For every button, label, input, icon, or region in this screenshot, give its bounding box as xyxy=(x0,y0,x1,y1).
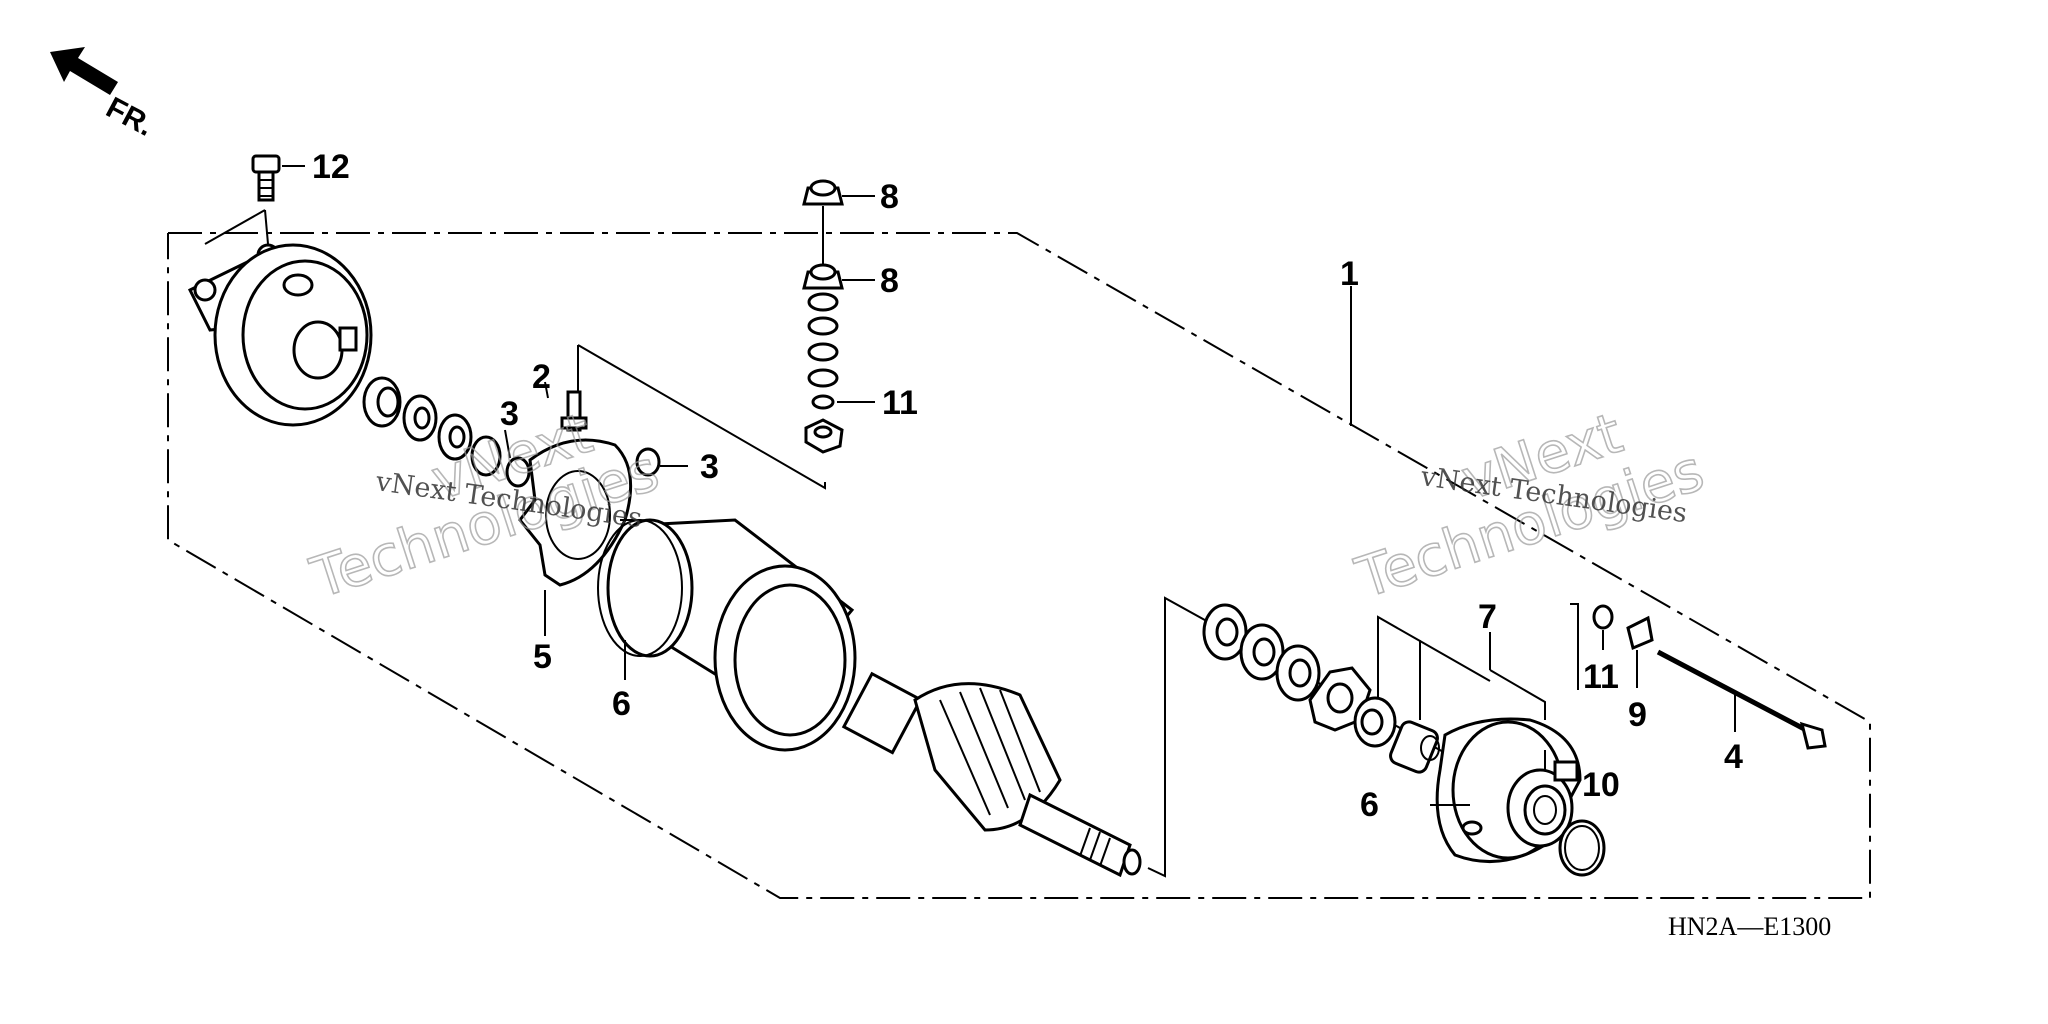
callout-3-left: 3 xyxy=(500,395,519,433)
callout-7: 7 xyxy=(1478,598,1497,636)
terminal-nut-stack xyxy=(802,179,875,454)
callout-8-upper: 8 xyxy=(880,178,899,216)
brush-holder xyxy=(504,344,826,636)
callout-12: 12 xyxy=(312,148,350,186)
callout-4: 4 xyxy=(1724,738,1743,776)
callout-3-right: 3 xyxy=(700,448,719,486)
callout-10: 10 xyxy=(1582,766,1620,804)
watermark-right: vNext Technologies vNext Technologies xyxy=(1347,400,1712,612)
assembly-boundary xyxy=(167,232,1871,899)
callout-9: 9 xyxy=(1628,696,1647,734)
front-direction-indicator: FR. xyxy=(50,47,159,143)
motor-yoke xyxy=(597,518,857,752)
bushing-and-washers xyxy=(362,376,661,488)
direction-label: FR. xyxy=(101,91,159,143)
callout-5: 5 xyxy=(533,638,552,676)
armature xyxy=(841,671,1142,878)
rear-washers xyxy=(1202,603,1372,732)
callout-6-left: 6 xyxy=(612,685,631,723)
front-arrow-icon xyxy=(50,47,118,95)
rear-small-parts xyxy=(1570,603,1827,750)
callout-1: 1 xyxy=(1340,255,1359,293)
callout-11-upper: 11 xyxy=(882,384,918,422)
callout-11-lower: 11 xyxy=(1583,658,1619,696)
front-cover-housing xyxy=(187,243,373,427)
drawing-code: HN2A—E1300 xyxy=(1668,912,1831,941)
bearings xyxy=(1353,615,1546,774)
rear-end-cover xyxy=(1430,717,1582,864)
o-ring xyxy=(1558,819,1606,877)
callout-8-lower: 8 xyxy=(880,262,899,300)
callout-6-right: 6 xyxy=(1360,786,1379,824)
callout-2: 2 xyxy=(532,358,551,396)
mounting-bolt xyxy=(204,154,305,245)
callout-labels: 12 8 8 1 2 3 3 11 5 6 7 11 9 4 10 6 xyxy=(312,148,1743,824)
